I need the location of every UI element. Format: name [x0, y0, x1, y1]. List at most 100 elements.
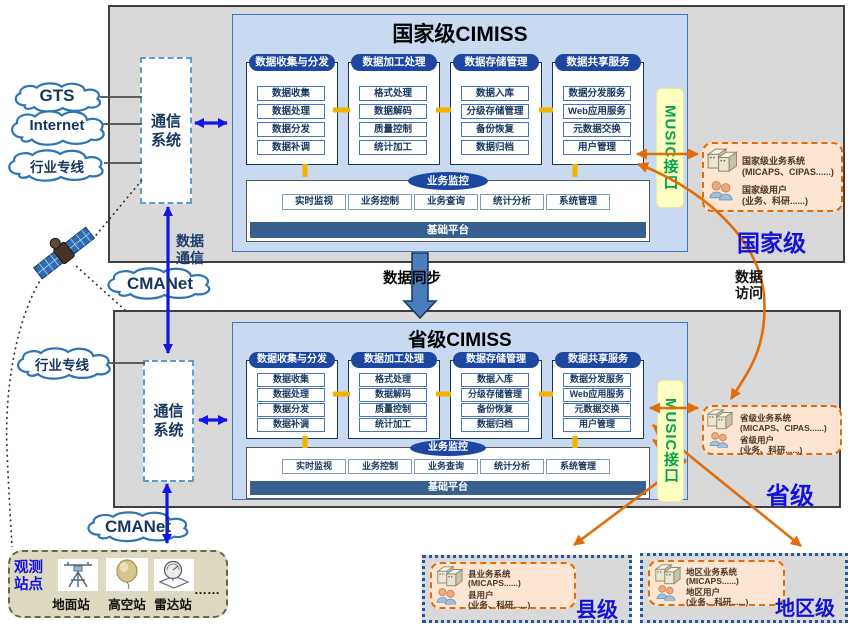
biz-user-name: 省级用户 [740, 435, 775, 445]
module-item: 数据收集 [257, 373, 325, 387]
module-item: 格式处理 [359, 86, 427, 101]
upper-air-station-label: 高空站 [108, 598, 146, 612]
internet-cloud-label: Internet [29, 117, 85, 134]
provincial-group-storage: 数据存储管理 数据入库 分级存储管理 备份恢复 数据归档 [450, 352, 542, 439]
module-item: 元数据交换 [563, 403, 631, 417]
module-item: Web应用服务 [563, 104, 631, 119]
group-title: 数据收集与分发 [249, 352, 335, 368]
national-comm-system: 通信系统 [140, 57, 192, 204]
module-item: 分级存储管理 [461, 388, 529, 402]
module-item: 数据分发 [257, 122, 325, 137]
county-business-box: 县业务系统 (MICAPS......) 县用户 (业务、科研......) [430, 562, 576, 610]
satellite-icon [32, 226, 96, 280]
monitor-item: 实时监视 [282, 459, 346, 474]
module-item: 统计加工 [359, 140, 427, 155]
national-group-collect: 数据收集与分发 数据收集 数据处理 数据分发 数据补调 [246, 54, 338, 165]
module-item: 数据解码 [359, 388, 427, 402]
module-item: 数据收集 [257, 86, 325, 101]
biz-user-detail: (业务、科研......) [468, 600, 531, 610]
monitor-item: 业务查询 [414, 459, 478, 474]
module-item: 备份恢复 [461, 122, 529, 137]
group-title: 数据共享服务 [555, 54, 641, 71]
biz-system-detail: (MICAPS......) [468, 578, 521, 588]
module-item: 元数据交换 [563, 122, 631, 137]
radar-station-tile [154, 559, 194, 591]
provincial-comm-system: 通信系统 [143, 360, 194, 482]
national-level-label: 国家级 [737, 230, 806, 256]
module-item: 数据入库 [461, 373, 529, 387]
gts-cloud-label: GTS [39, 86, 75, 105]
module-item: Web应用服务 [563, 388, 631, 402]
ground-station-tile [58, 559, 98, 591]
platform-bar: 基础平台 [250, 222, 646, 238]
observation-label: 观测站点 [14, 560, 43, 593]
biz-user-detail: (业务、科研......) [742, 196, 808, 206]
module-item: 数据分发服务 [563, 373, 631, 387]
provincial-monitor-box: 业务监控 实时监视 业务控制 业务查询 统计分析 系统管理 基础平台 [246, 440, 650, 499]
biz-system-name: 省级业务系统 [740, 413, 792, 423]
module-item: 数据归档 [461, 418, 529, 432]
group-title: 数据存储管理 [453, 352, 539, 368]
biz-system-name: 县业务系统 [468, 569, 511, 579]
module-item: 数据分发服务 [563, 86, 631, 101]
monitor-item: 系统管理 [546, 459, 610, 474]
biz-user-name: 地区用户 [686, 587, 721, 597]
monitor-title: 业务监控 [408, 172, 488, 190]
module-item: 分级存储管理 [461, 104, 529, 119]
provincial-group-share: 数据共享服务 数据分发服务 Web应用服务 元数据交换 用户管理 [552, 352, 644, 439]
biz-user-detail: (业务、科研......) [740, 445, 803, 455]
biz-user-detail: (业务、科研......) [686, 597, 749, 607]
monitor-item: 实时监视 [282, 194, 346, 210]
module-item: 格式处理 [359, 373, 427, 387]
stations-ellipsis: …… [194, 582, 220, 597]
national-monitor-box: 业务监控 实时监视 业务控制 业务查询 统计分析 系统管理 基础平台 [246, 172, 650, 242]
provincial-cimiss-title: 省级CIMISS [408, 330, 512, 351]
module-item: 数据归档 [461, 140, 529, 155]
module-item: 数据解码 [359, 104, 427, 119]
biz-user-name: 县用户 [468, 590, 494, 600]
group-title: 数据存储管理 [453, 54, 539, 71]
comm-system-label: 通信系统 [150, 112, 181, 149]
monitor-title: 业务监控 [410, 440, 486, 456]
monitor-item: 系统管理 [546, 194, 610, 210]
module-item: 备份恢复 [461, 403, 529, 417]
data-comm-label: 数据通信 [176, 233, 204, 266]
district-business-box: 地区业务系统 (MICAPS......) 地区用户 (业务、科研......) [648, 560, 785, 607]
module-item: 数据入库 [461, 86, 529, 101]
provincial-group-process: 数据加工处理 格式处理 数据解码 质量控制 统计加工 [348, 352, 440, 439]
module-item: 数据补调 [257, 418, 325, 432]
biz-system-name: 地区业务系统 [686, 567, 738, 577]
upper-air-station-tile [106, 558, 148, 591]
national-cimiss-title: 国家级CIMISS [392, 23, 528, 46]
cmanet2-cloud-label: CMANet [104, 517, 172, 536]
data-access-label: 数据访问 [735, 269, 763, 301]
platform-bar: 基础平台 [250, 481, 646, 495]
national-business-box: 国家级业务系统 (MICAPS、CIPAS......) 国家级用户 (业务、科… [702, 142, 843, 212]
biz-system-detail: (MICAPS......) [686, 576, 739, 586]
monitor-item: 统计分析 [480, 459, 544, 474]
module-item: 质量控制 [359, 403, 427, 417]
county-level-label: 县级 [576, 599, 618, 622]
national-group-storage: 数据存储管理 数据入库 分级存储管理 备份恢复 数据归档 [450, 54, 542, 165]
provincial-business-box: 省级业务系统 (MICAPS、CIPAS......) 省级用户 (业务、科研.… [702, 405, 842, 455]
district-level-label: 地区级 [775, 598, 835, 620]
industry-line2-cloud-label: 行业专线 [35, 358, 89, 373]
module-item: 用户管理 [563, 418, 631, 432]
biz-system-name: 国家级业务系统 [742, 156, 806, 166]
group-title: 数据加工处理 [351, 54, 437, 71]
provincial-level-label: 省级 [766, 483, 814, 510]
provincial-group-collect: 数据收集与分发 数据收集 数据处理 数据分发 数据补调 [246, 352, 338, 439]
group-title: 数据加工处理 [351, 352, 437, 368]
module-item: 用户管理 [563, 140, 631, 155]
national-group-process: 数据加工处理 格式处理 数据解码 质量控制 统计加工 [348, 54, 440, 165]
biz-system-detail: (MICAPS、CIPAS......) [740, 423, 827, 433]
module-item: 数据分发 [257, 403, 325, 417]
monitor-item: 业务控制 [348, 194, 412, 210]
radar-station-label: 雷达站 [154, 598, 192, 612]
monitor-item: 业务控制 [348, 459, 412, 474]
satellite-link-observation [5, 263, 53, 548]
national-music-interface: MUSIC接口 [656, 88, 684, 208]
data-sync-label: 数据同步 [383, 271, 441, 287]
monitor-item: 统计分析 [480, 194, 544, 210]
